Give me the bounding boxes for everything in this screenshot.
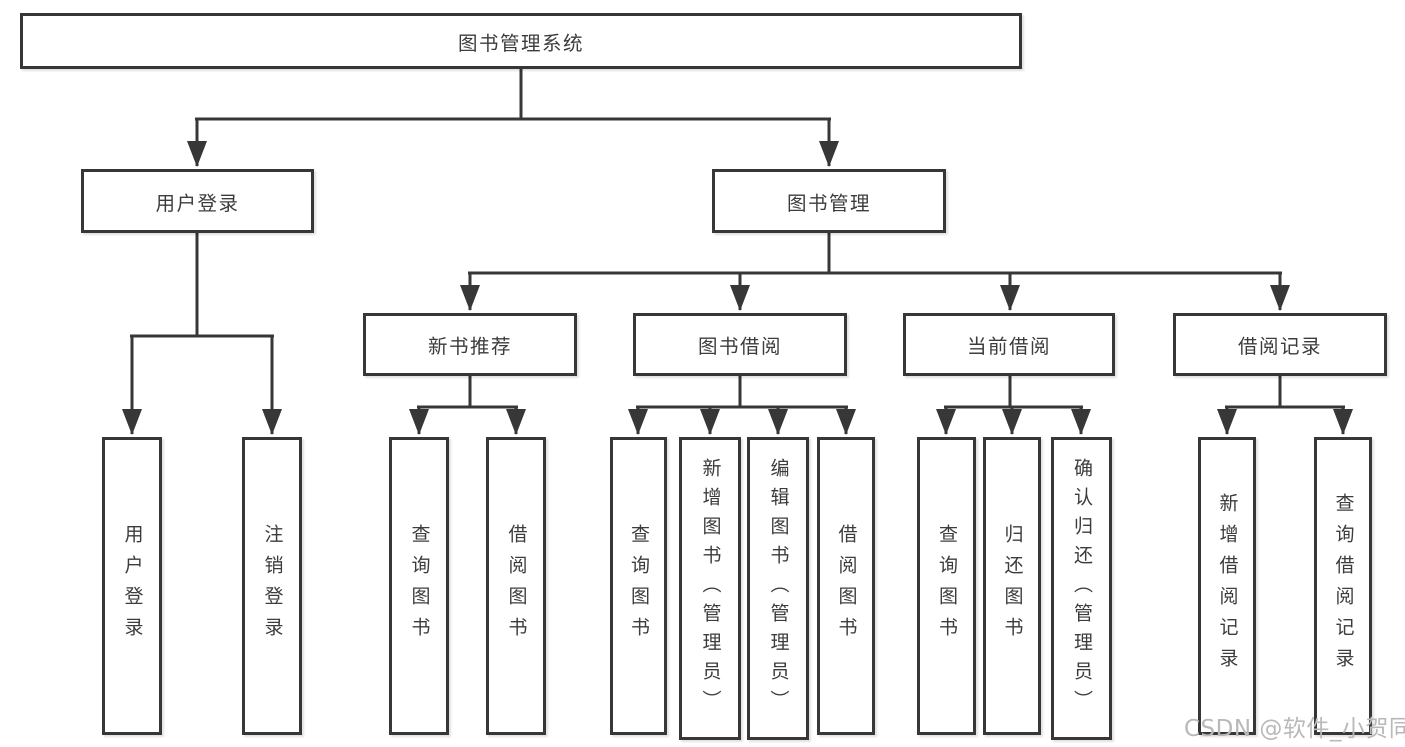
leaf-query-book-recommend: 查询图书	[389, 437, 449, 735]
connector-group-borrow-record	[1217, 376, 1353, 435]
leaf-borrow-book: 借阅图书	[817, 437, 875, 735]
connector-group-book-management	[460, 233, 1290, 311]
leaf-query-book-borrow: 查询图书	[610, 437, 667, 735]
node-book-borrow: 图书借阅	[633, 313, 847, 376]
node-borrow-record-label: 借阅记录	[1237, 335, 1322, 358]
leaf-add-book-admin-label: 新增图书（管理员）	[699, 458, 722, 719]
leaf-query-borrow-record-label: 查询借阅记录	[1332, 493, 1355, 679]
node-book-borrow-label: 图书借阅	[697, 335, 782, 358]
leaf-return-book: 归还图书	[983, 437, 1041, 735]
leaf-add-borrow-record: 新增借阅记录	[1198, 437, 1256, 735]
node-current-borrow-label: 当前借阅	[966, 335, 1051, 358]
leaf-user-login-label: 用户登录	[121, 524, 144, 648]
node-book-management: 图书管理	[712, 169, 946, 233]
leaf-add-book-admin: 新增图书（管理员）	[679, 437, 741, 740]
leaf-logout: 注销登录	[242, 437, 302, 735]
node-user-login-label: 用户登录	[155, 191, 240, 215]
node-user-login: 用户登录	[81, 169, 314, 233]
leaf-query-book-current-label: 查询图书	[936, 524, 958, 648]
connector-group-user-login	[122, 233, 282, 435]
leaf-edit-book-admin-label: 编辑图书（管理员）	[767, 458, 790, 719]
leaf-borrow-book-label: 借阅图书	[835, 524, 858, 648]
node-book-management-label: 图书管理	[786, 191, 871, 215]
node-root-label: 图书管理系统	[457, 31, 584, 55]
leaf-add-borrow-record-label: 新增借阅记录	[1216, 493, 1239, 679]
leaf-confirm-return-admin: 确认归还（管理员）	[1051, 437, 1112, 740]
node-new-book-recommend: 新书推荐	[363, 313, 577, 376]
leaf-query-book-borrow-label: 查询图书	[628, 524, 650, 648]
leaf-borrow-book-recommend: 借阅图书	[486, 437, 546, 735]
node-root: 图书管理系统	[20, 13, 1022, 69]
node-borrow-record: 借阅记录	[1173, 313, 1387, 376]
connector-group-current-borrow	[936, 376, 1091, 435]
leaf-logout-label: 注销登录	[261, 524, 284, 648]
leaf-confirm-return-admin-label: 确认归还（管理员）	[1071, 458, 1093, 719]
leaf-borrow-book-recommend-label: 借阅图书	[505, 524, 528, 648]
leaf-query-book-recommend-label: 查询图书	[408, 524, 431, 648]
leaf-query-book-current: 查询图书	[917, 437, 976, 735]
leaf-query-borrow-record: 查询借阅记录	[1314, 437, 1372, 735]
connector-group-root	[187, 69, 839, 167]
leaf-user-login: 用户登录	[102, 437, 162, 735]
connector-group-book-borrow	[628, 376, 856, 435]
leaf-edit-book-admin: 编辑图书（管理员）	[747, 437, 809, 740]
leaf-return-book-label: 归还图书	[1001, 524, 1024, 648]
watermark: CSDN @软件_小贺同学	[1184, 716, 1405, 742]
node-current-borrow: 当前借阅	[903, 313, 1115, 376]
connector-group-new-book-recommend	[409, 376, 526, 435]
node-new-book-recommend-label: 新书推荐	[427, 335, 512, 358]
